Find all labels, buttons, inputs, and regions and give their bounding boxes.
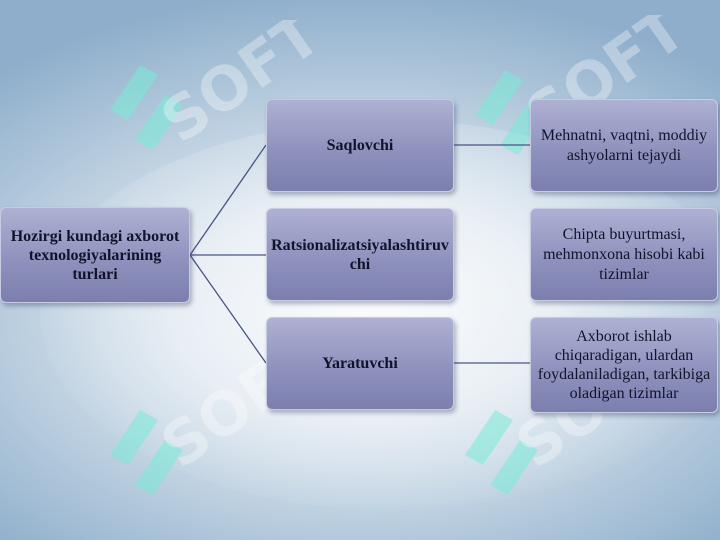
root-node: Hozirgi kundagi axborot texnologiyalarin… xyxy=(0,207,190,303)
detail-node-yaratuvchi: Axborot ishlab chiqaradigan, ulardan foy… xyxy=(530,317,718,413)
detail-node-text: Mehnatni, vaqtni, moddiy ashyolarni teja… xyxy=(540,126,708,164)
branch-node-label: Saqlovchi xyxy=(326,137,394,154)
detail-node-saqlovchi: Mehnatni, vaqtni, moddiy ashyolarni teja… xyxy=(530,99,718,192)
branch-node-label: Yaratuvchi xyxy=(322,355,398,372)
root-node-label: Hozirgi kundagi axborot texnologiyalarin… xyxy=(10,227,180,283)
detail-node-text: Axborot ishlab chiqaradigan, ulardan foy… xyxy=(537,328,711,402)
branch-node-saqlovchi: Saqlovchi xyxy=(266,99,454,192)
branch-node-yaratuvchi: Yaratuvchi xyxy=(266,317,454,410)
connector-root-saqlovchi xyxy=(189,144,267,256)
connector-root-yaratuvchi xyxy=(189,254,267,364)
detail-node-text: Chipta buyurtmasi, mehmonxona hisobi kab… xyxy=(543,225,705,283)
detail-node-ratsionalizatsiyalashtiruvchi: Chipta buyurtmasi, mehmonxona hisobi kab… xyxy=(530,208,718,301)
branch-node-label: Ratsionalizatsiyalashtiruvchi xyxy=(271,236,449,273)
branch-node-ratsionalizatsiyalashtiruvchi: Ratsionalizatsiyalashtiruvchi xyxy=(266,208,454,301)
